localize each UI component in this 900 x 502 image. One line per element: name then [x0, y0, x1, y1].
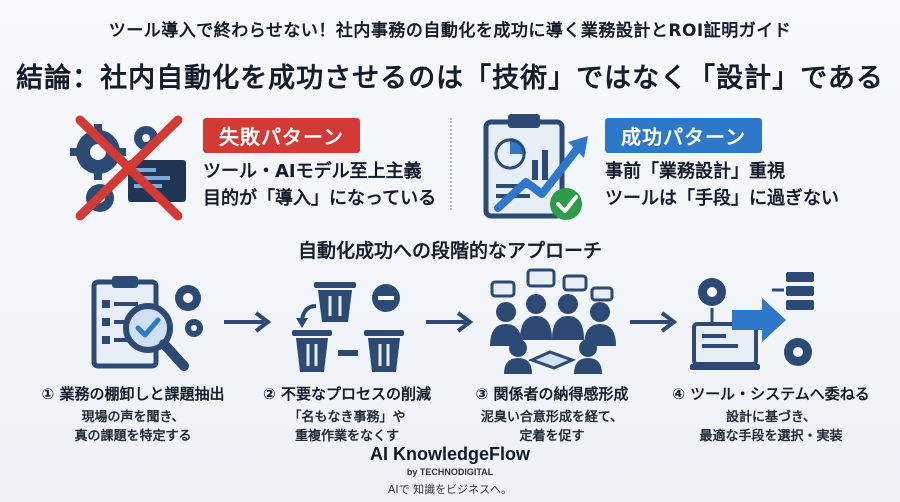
step-3: ③ 関係者の納得感形成 泥臭い合意形成を経て、 定着を促す — [452, 383, 652, 446]
step-1-title: ① 業務の棚卸しと課題抽出 — [41, 385, 225, 403]
success-pattern-badge: 成功パターン — [605, 118, 762, 153]
step-3-desc-line-1: 泥臭い合意形成を経て、 — [480, 410, 624, 425]
success-line-2: ツールは「手段」に過ぎない — [605, 188, 839, 209]
step-4-description: 設計に基づき、 最適な手段を選択・実装 — [658, 408, 884, 446]
step-3-title: ③ 関係者の納得感形成 — [475, 385, 629, 403]
checklist-magnifier-icon — [88, 276, 208, 376]
step-4: ④ ツール・システムへ委ねる 設計に基づき、 最適な手段を選択・実装 — [658, 383, 884, 446]
step-2: ② 不要なプロセスの削減 「名もなき事務」や 重複作業をなくす — [252, 383, 442, 446]
step-arrow-icon — [222, 310, 272, 334]
trash-reduction-icon — [288, 276, 418, 376]
step-2-title: ② 不要なプロセスの削減 — [263, 385, 431, 403]
step-1: ① 業務の棚卸しと課題抽出 現場の声を聞き、 真の課題を特定する — [28, 383, 238, 446]
step-4-desc-line-1: 設計に基づき、 — [725, 410, 817, 425]
brand-byline: by TECHNODIGITAL — [406, 467, 494, 477]
success-pattern-description: 事前「業務設計」重視 ツールは「手段」に過ぎない — [605, 158, 839, 212]
step-2-description: 「名もなき事務」や 重複作業をなくす — [252, 408, 442, 446]
brand-tagline: AIで 知識をビジネスへ。 — [387, 483, 513, 496]
comparison-divider — [450, 118, 452, 210]
step-1-description: 現場の声を聞き、 真の課題を特定する — [28, 408, 238, 446]
people-handshake-icon — [484, 268, 620, 376]
step-1-desc-line-1: 現場の声を聞き、 — [81, 410, 185, 425]
step-4-desc-line-2: 最適な手段を選択・実装 — [699, 429, 843, 444]
failure-pattern-badge: 失敗パターン — [203, 118, 360, 153]
failure-icon — [66, 112, 196, 222]
failure-line-1: ツール・AIモデル至上主義 — [203, 161, 422, 182]
step-2-desc-line-1: 「名もなき事務」や — [288, 410, 406, 425]
success-icon — [480, 112, 600, 224]
approach-title: 自動化成功への段階的なアプローチ — [297, 240, 602, 262]
brand-name: AI KnowledgeFlow — [370, 444, 530, 464]
failure-pattern-description: ツール・AIモデル至上主義 目的が「導入」になっている — [203, 158, 436, 212]
step-arrow-icon — [424, 310, 474, 334]
step-2-desc-line-2: 重複作業をなくす — [294, 429, 399, 444]
system-automation-icon — [690, 270, 820, 376]
step-3-description: 泥臭い合意形成を経て、 定着を促す — [452, 408, 652, 446]
step-3-desc-line-2: 定着を促す — [519, 429, 585, 444]
page-subtitle: ツール導入で終わらせない！社内事務の自動化を成功に導く業務設計とROI証明ガイド — [108, 21, 792, 41]
step-arrow-icon — [628, 310, 678, 334]
step-4-title: ④ ツール・システムへ委ねる — [672, 385, 870, 403]
step-1-desc-line-2: 真の課題を特定する — [74, 429, 192, 444]
success-line-1: 事前「業務設計」重視 — [605, 161, 785, 182]
page-headline: 結論：社内自動化を成功させるのは「技術」ではなく「設計」である — [16, 63, 884, 94]
failure-line-2: 目的が「導入」になっている — [203, 188, 437, 209]
